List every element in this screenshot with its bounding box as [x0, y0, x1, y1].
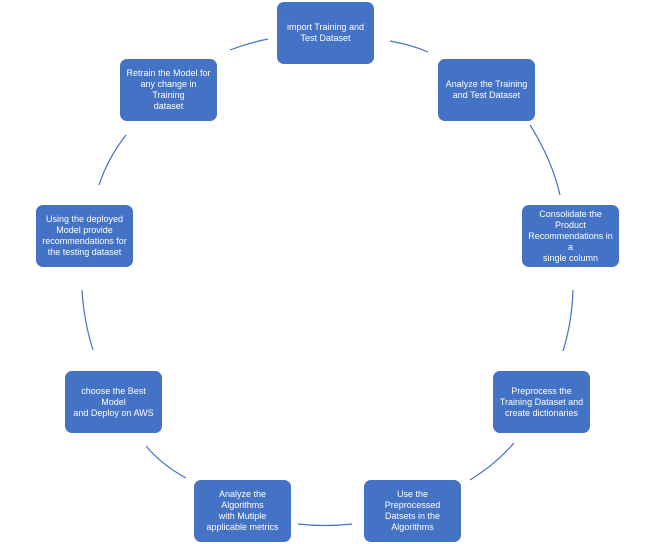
- step-use-preprocessed-datasets: Use the Preprocessed Datsets in the Algo…: [364, 480, 461, 542]
- connector-2-3: [529, 124, 561, 196]
- step-provide-recommendations: Using the deployed Model provide recomme…: [36, 205, 133, 267]
- connector-1-2: [389, 40, 429, 53]
- step-consolidate-recommendations: Consolidate the Product Recommendations …: [522, 205, 619, 267]
- step-analyze-dataset: Analyze the Training and Test Dataset: [438, 59, 535, 121]
- step-preprocess-dataset: Preprocess the Training Dataset and crea…: [493, 371, 590, 433]
- connector-9-1: [229, 38, 269, 51]
- connector-8-9: [98, 134, 127, 186]
- step-retrain-model: Retrain the Model for any change in Trai…: [120, 59, 217, 121]
- step-analyze-algorithms: Analyze the Algorithms with Mutiple appl…: [194, 480, 291, 542]
- step-choose-best-model: choose the Best Model and Deploy on AWS: [65, 371, 162, 433]
- connector-3-4: [562, 289, 574, 352]
- step-import-dataset: import Training and Test Dataset: [277, 2, 374, 64]
- connector-5-6: [297, 523, 353, 527]
- connector-7-8: [81, 289, 94, 351]
- connector-6-7: [145, 445, 187, 479]
- connector-4-5: [469, 442, 515, 481]
